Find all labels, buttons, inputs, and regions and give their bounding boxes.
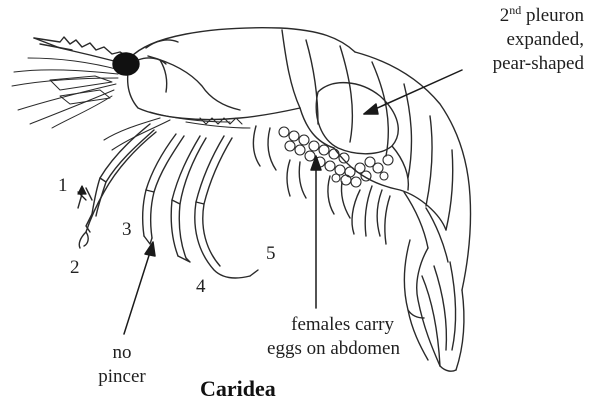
leg-number-3: 3 <box>122 220 132 240</box>
leg-number-4: 4 <box>196 277 206 297</box>
leg-number-2: 2 <box>70 258 80 278</box>
pleuron-label-line3: pear-shaped <box>414 53 584 75</box>
egg-mass <box>279 127 393 187</box>
eye-icon <box>113 53 166 75</box>
walking-legs <box>78 124 258 278</box>
leg1-arrow <box>78 186 86 200</box>
eggs-label-line1: females carry <box>240 314 394 336</box>
no-pincer-label-line1: no <box>82 342 162 364</box>
no-pincer-arrow <box>124 242 155 334</box>
tail-fan <box>404 240 464 371</box>
leg-number-1: 1 <box>58 176 68 196</box>
leg-number-5: 5 <box>266 244 276 264</box>
carapace <box>128 28 355 120</box>
pleuron-arrow <box>364 70 462 114</box>
eggs-label-line2: eggs on abdomen <box>240 338 400 360</box>
eggs-arrow <box>311 156 321 308</box>
pleuron-label: 2nd pleuron <box>414 5 584 27</box>
pleopods <box>253 126 390 244</box>
antennae <box>12 58 120 128</box>
diagram-title: Caridea <box>200 376 276 402</box>
no-pincer-label-line2: pincer <box>82 366 162 388</box>
pleuron-label-line2: expanded, <box>414 29 584 51</box>
